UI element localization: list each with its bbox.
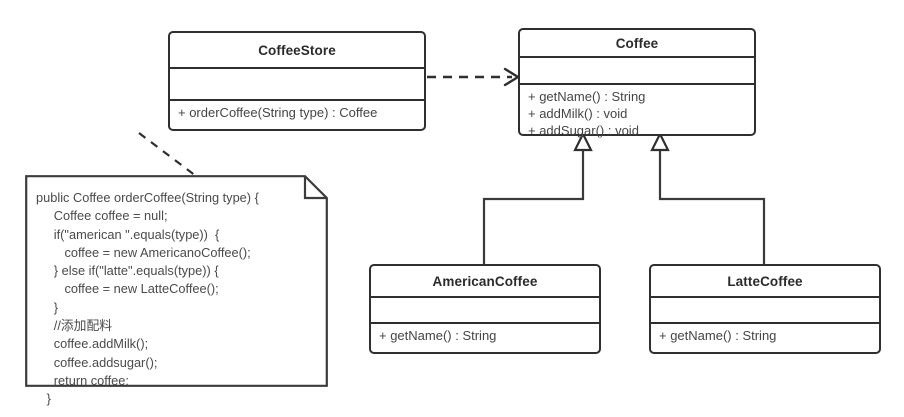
class-name-coffeestore: CoffeeStore bbox=[258, 42, 336, 58]
class-operations-americancoffee: + getName() : String bbox=[371, 322, 599, 352]
class-operations-lattecoffee: + getName() : String bbox=[651, 322, 879, 352]
note-shape bbox=[25, 175, 328, 387]
class-box-lattecoffee[interactable]: LatteCoffee + getName() : String bbox=[649, 264, 881, 354]
class-name-lattecoffee: LatteCoffee bbox=[727, 273, 803, 289]
generalization-lattecoffee-to-coffee bbox=[650, 131, 766, 264]
class-attributes-coffeestore bbox=[170, 67, 424, 99]
operation-item: + getName() : String bbox=[379, 328, 497, 343]
operation-item: + getName() : String bbox=[528, 89, 646, 104]
note-anchor-line bbox=[138, 132, 197, 177]
class-name-coffee: Coffee bbox=[615, 35, 659, 51]
code-note-box[interactable]: public Coffee orderCoffee(String type) {… bbox=[25, 175, 328, 406]
class-operations-coffeestore: + orderCoffee(String type) : Coffee bbox=[170, 99, 424, 129]
class-attributes-coffee bbox=[520, 56, 754, 83]
operation-item: + orderCoffee(String type) : Coffee bbox=[178, 105, 378, 120]
dependency-coffeestore-to-coffee bbox=[427, 67, 520, 87]
operation-item: + getName() : String bbox=[659, 328, 777, 343]
class-attributes-americancoffee bbox=[371, 296, 599, 322]
operation-item: + addMilk() : void bbox=[528, 106, 628, 121]
class-box-americancoffee[interactable]: AmericanCoffee + getName() : String bbox=[369, 264, 601, 354]
class-box-coffee[interactable]: Coffee + getName() : String + addMilk() … bbox=[518, 28, 756, 138]
class-attributes-lattecoffee bbox=[651, 296, 879, 322]
class-operations-coffee: + getName() : String + addMilk() : void … bbox=[520, 83, 754, 138]
class-box-coffeestore[interactable]: CoffeeStore + orderCoffee(String type) :… bbox=[168, 31, 426, 131]
note-code-text: public Coffee orderCoffee(String type) {… bbox=[36, 190, 259, 407]
class-name-americancoffee: AmericanCoffee bbox=[432, 273, 538, 289]
operation-item: + addSugar() : void bbox=[528, 123, 639, 138]
generalization-americancoffee-to-coffee bbox=[482, 131, 593, 264]
